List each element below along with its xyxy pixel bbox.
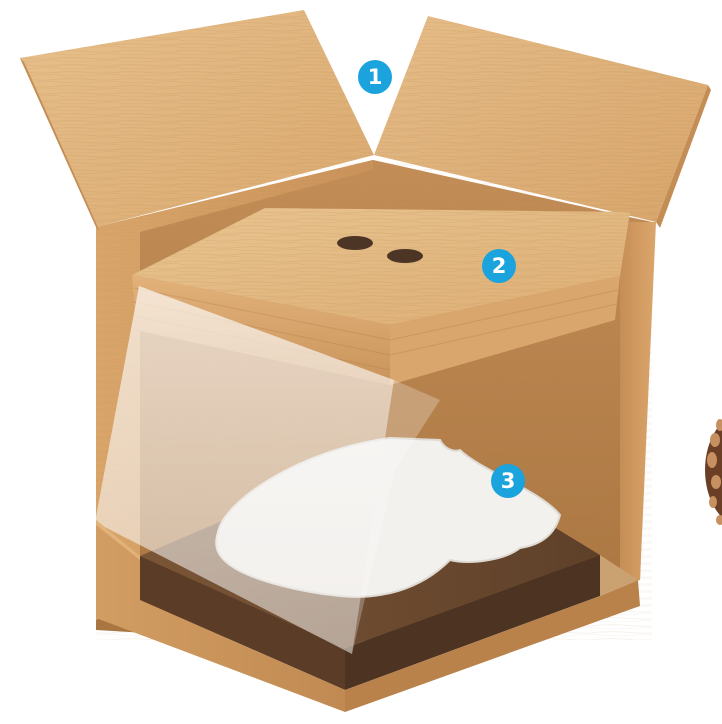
magnified-structure-inset	[705, 412, 722, 528]
callout-badge-2: 2	[482, 249, 516, 283]
callout-badge-1: 1	[358, 60, 392, 94]
lid-hole-left	[337, 236, 373, 250]
lid-hole-right	[387, 249, 423, 263]
callout-badge-3: 3	[491, 464, 525, 498]
